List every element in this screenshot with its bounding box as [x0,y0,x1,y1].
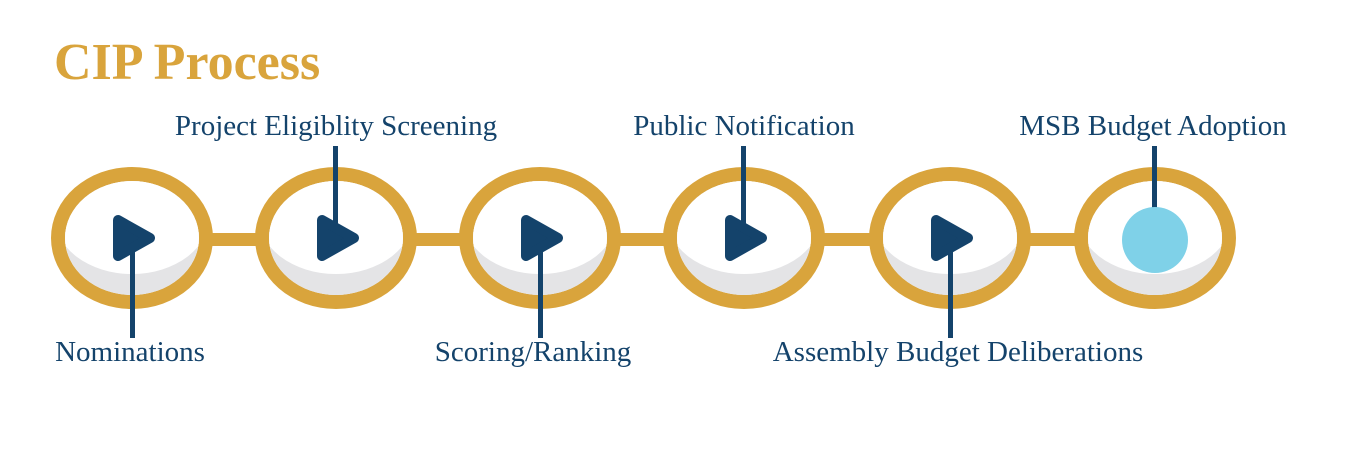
connector-line [612,233,674,246]
step-label: Scoring/Ranking [434,336,632,368]
step-label: Public Notification [633,110,855,142]
connector-line [204,233,266,246]
step-label: Assembly Budget Deliberations [772,336,1144,368]
play-icon [725,215,767,261]
play-icon [113,215,155,261]
leader-line [333,146,338,240]
leader-line [948,238,953,338]
step-label: MSB Budget Adoption [1019,110,1287,142]
step-label: Nominations [55,336,205,368]
play-icon [317,215,359,261]
connector-line [1022,233,1083,246]
connector-line [816,233,878,246]
page-title: CIP Process [54,34,321,91]
leader-line [1152,146,1157,240]
leader-line [741,146,746,240]
play-icon [931,215,973,261]
leader-line [130,238,135,338]
current-step-dot-icon [1122,207,1188,273]
connector-line [408,233,470,246]
leader-line [538,238,543,338]
step-label: Project Eligiblity Screening [174,110,498,142]
play-icon [521,215,563,261]
